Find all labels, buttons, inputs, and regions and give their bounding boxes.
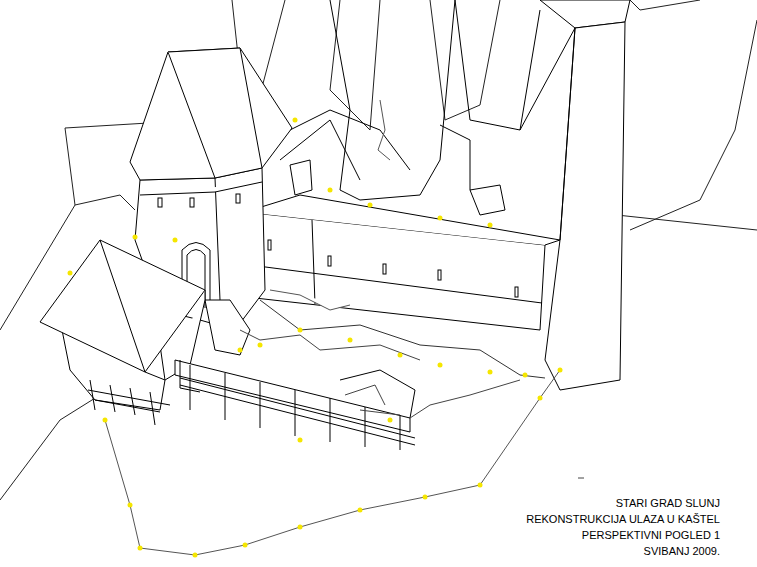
- title-block-text: SVIBANJ 2009.: [643, 545, 721, 558]
- gatehouse: [40, 240, 205, 425]
- title-block-text: REKONSTRUKCIJA ULAZA U KAŠTEL: [525, 513, 721, 526]
- curtain-wall: [245, 195, 560, 378]
- title-block-text: STARI GRAD SLUNJ: [615, 497, 721, 510]
- inner-walls: [280, 0, 540, 215]
- bridge: [175, 360, 415, 450]
- right-tower: [520, 0, 630, 390]
- base-lines: [240, 330, 584, 478]
- title-block-text: PERSPEKTIVNI POGLED 1: [581, 529, 721, 542]
- survey-line: [68, 118, 563, 558]
- terrain-lines: [0, 0, 757, 500]
